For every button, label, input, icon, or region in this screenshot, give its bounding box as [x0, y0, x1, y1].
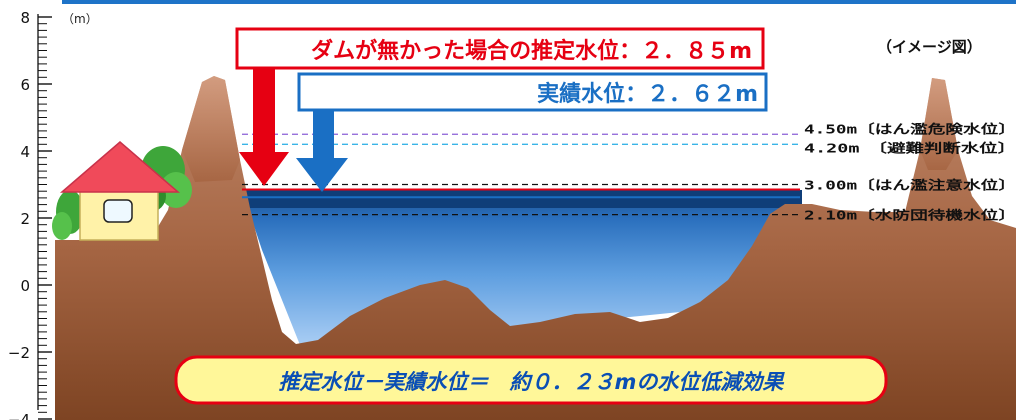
unit-label: （m） — [62, 12, 98, 26]
top-bar — [62, 0, 1016, 4]
actual-level-arrow-icon — [296, 110, 348, 192]
left-levee-peak — [182, 76, 240, 182]
summary-text: 推定水位－実績水位＝ 約０．２３mの水位低減効果 — [279, 370, 786, 394]
level-label: 4.20m 〔避難判断水位〕 — [804, 140, 1016, 155]
level-label: 3.00m〔はん濫注意水位〕 — [804, 178, 1016, 193]
level-label: 4.50m〔はん濫危険水位〕 — [804, 121, 1016, 136]
y-axis-minor-ticks — [38, 16, 52, 420]
actual-level-callout: 実績水位：２．６２m — [537, 81, 758, 107]
y-tick-label: 6 — [20, 76, 30, 94]
y-axis-major-ticks: 8 6 4 2 0 −2 −4 — [8, 9, 30, 420]
summary-banner — [174, 355, 888, 405]
y-tick-label: −2 — [8, 344, 30, 362]
actual-level-callout-box — [297, 72, 768, 112]
image-note: （イメージ図） — [877, 38, 982, 56]
right-levee-peak — [920, 78, 958, 170]
estimated-level-callout-box — [235, 27, 765, 70]
level-label: 2.10m〔水防団待機水位〕 — [804, 208, 1016, 223]
y-tick-label: 8 — [20, 9, 30, 27]
estimated-level-arrow-icon — [239, 68, 289, 186]
water-surface-band — [242, 190, 802, 208]
y-tick-label: 0 — [20, 277, 30, 295]
house-icon — [59, 141, 181, 241]
y-axis: 8 6 4 2 0 −2 −4 — [8, 9, 52, 420]
y-tick-label: 2 — [20, 210, 30, 228]
reference-level-lines: 4.50m〔はん濫危険水位〕 4.20m 〔避難判断水位〕 3.00m〔はん濫注意水… — [242, 121, 1016, 223]
estimated-level-callout: ダムが無かった場合の推定水位：２．８５m — [311, 38, 752, 64]
y-tick-label: −4 — [8, 411, 30, 420]
riverbed-ground — [55, 76, 1016, 420]
y-tick-label: 4 — [20, 143, 30, 161]
